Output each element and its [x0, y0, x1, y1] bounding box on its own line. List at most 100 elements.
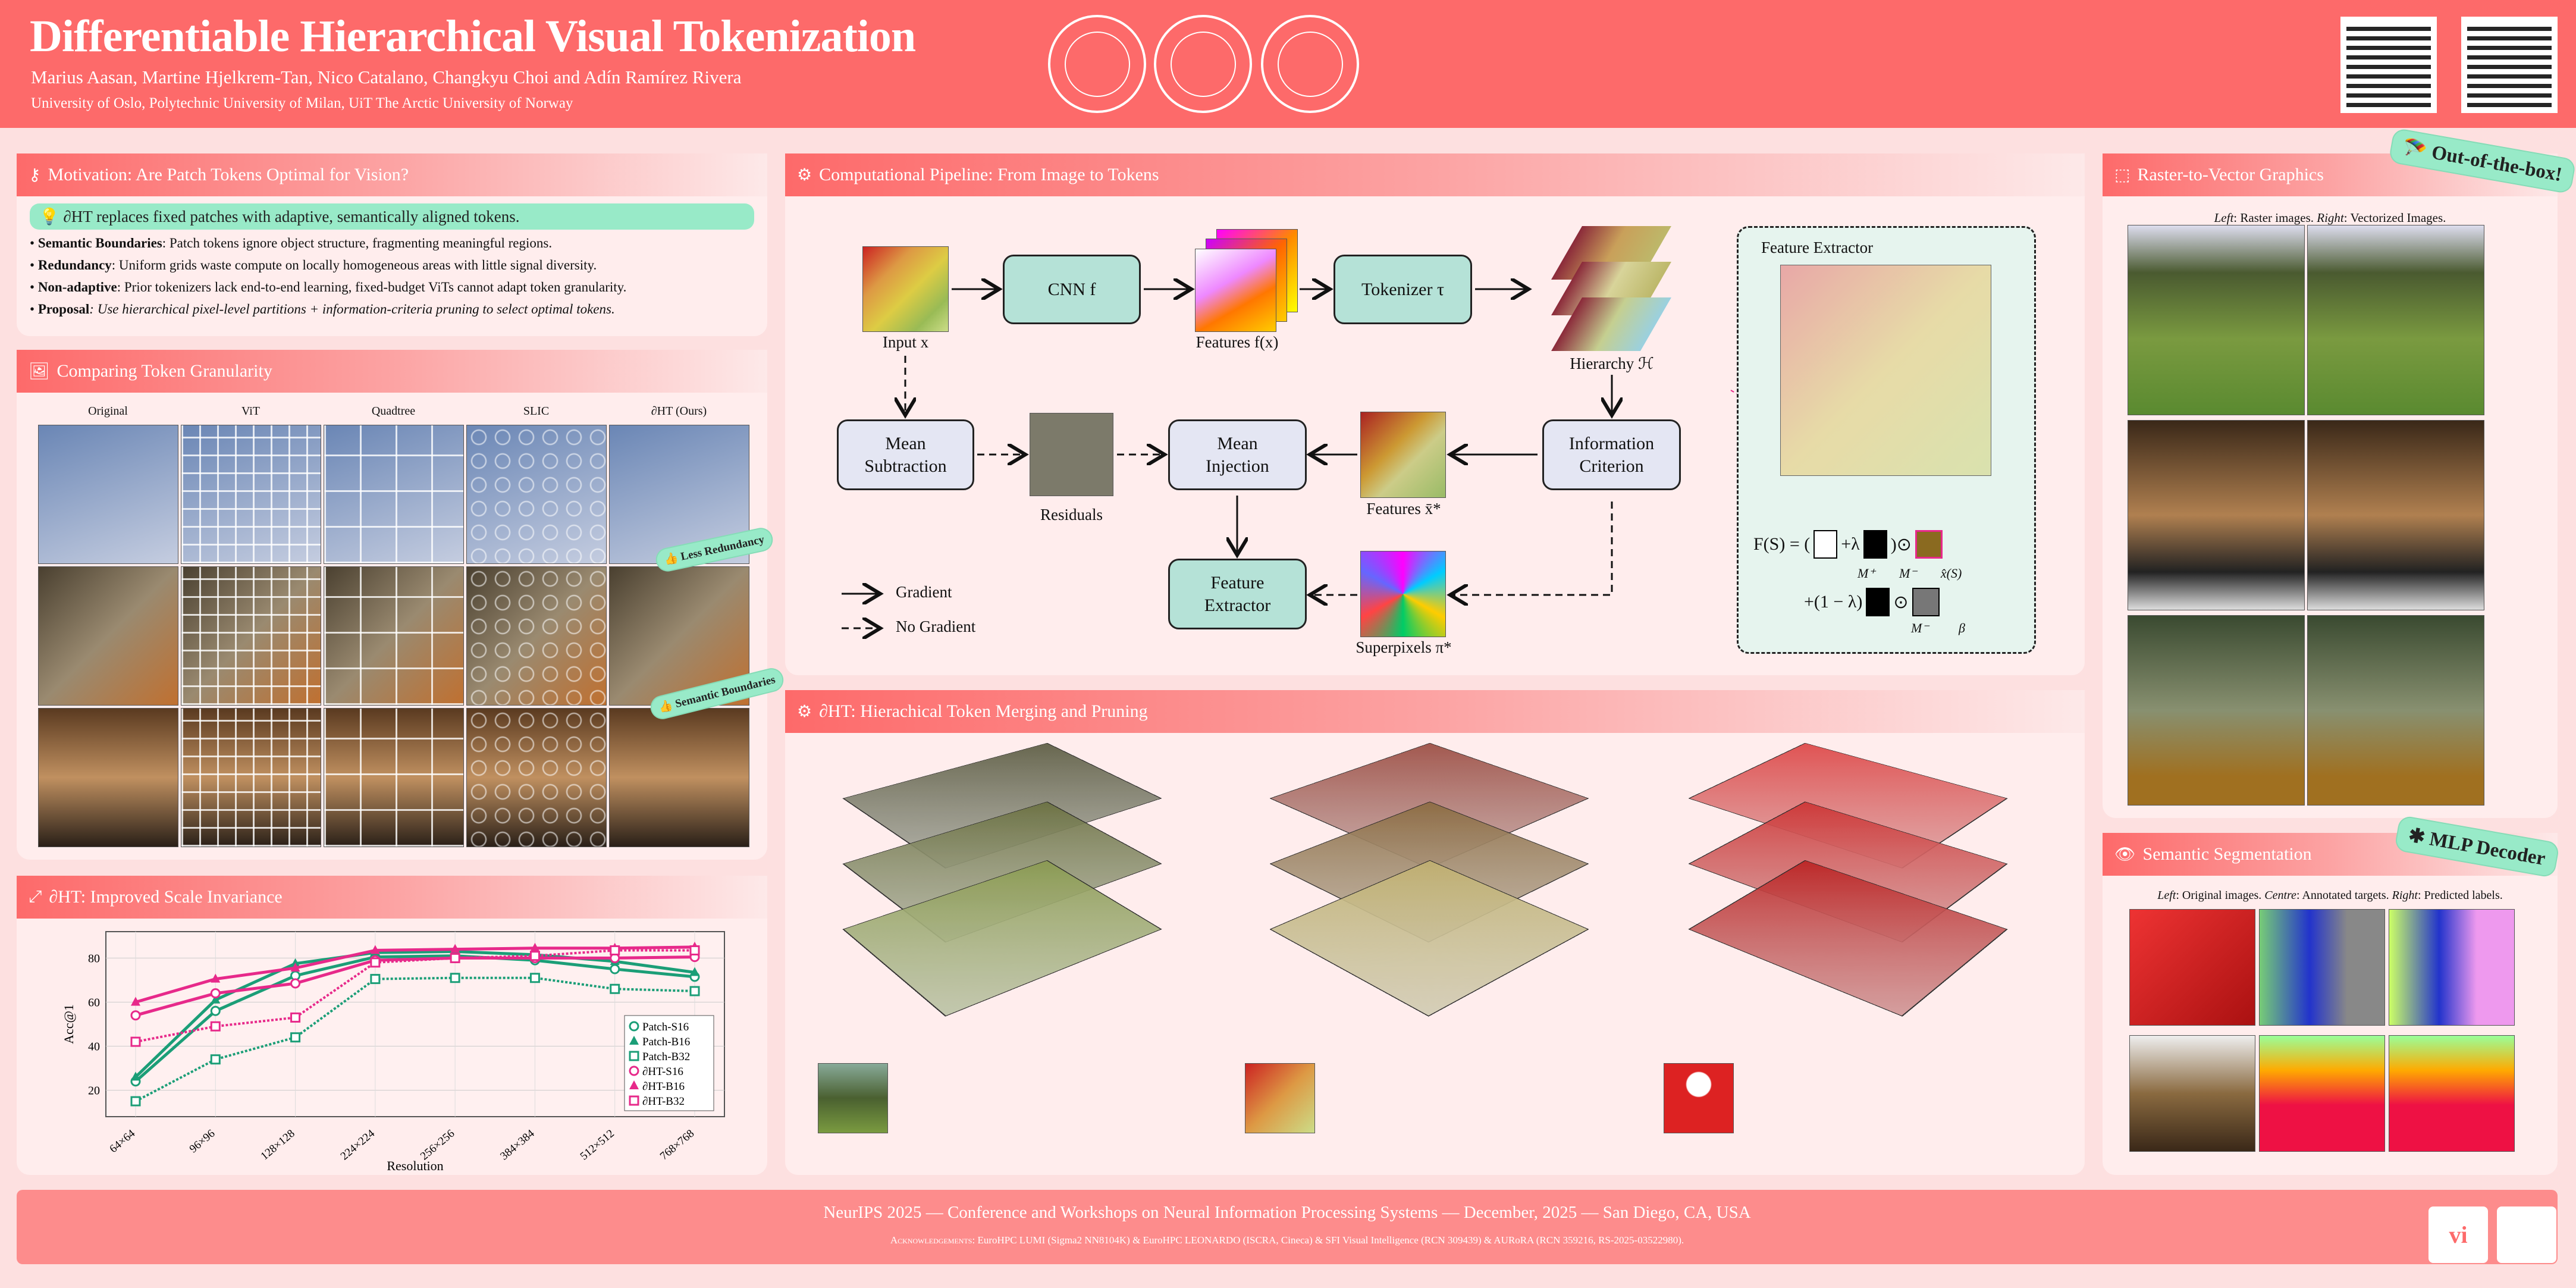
asterisk-icon: ✱ — [2406, 825, 2426, 848]
data-point — [211, 1055, 219, 1064]
data-point — [451, 974, 459, 982]
granularity-image — [181, 566, 321, 706]
eye-icon: 👁 — [2114, 844, 2136, 864]
data-point — [611, 946, 619, 954]
section-title: Motivation: Are Patch Tokens Optimal for… — [48, 165, 409, 185]
section-title: Semantic Segmentation — [2143, 844, 2312, 864]
x-tick-label: 96×96 — [187, 1127, 218, 1155]
features-star-label: Features x̄* — [1344, 500, 1463, 518]
key-icon: ⚷ — [29, 165, 41, 185]
section-title: ∂HT: Improved Scale Invariance — [49, 887, 282, 907]
x-tick-label: 512×512 — [578, 1127, 617, 1163]
acknowledgements: Acknowledgements: EuroHPC LUMI (Sigma2 N… — [17, 1234, 2558, 1246]
vector-square-icon: ⬚ — [2114, 165, 2130, 185]
data-point — [531, 974, 539, 982]
scale-chart: 2040608064×6496×96128×128224×224256×2563… — [17, 919, 767, 1174]
annotated-target — [2259, 1035, 2385, 1152]
column-label: Quadtree — [324, 405, 463, 418]
detail-image — [1780, 265, 1991, 476]
data-point — [691, 987, 699, 995]
lightbulb-icon: 💡 — [39, 208, 59, 225]
hierarchy-label: Hierarchy ℋ — [1552, 355, 1671, 373]
detail-title: Feature Extractor — [1761, 239, 1873, 257]
data-point — [211, 1007, 219, 1015]
granularity-image — [38, 425, 178, 564]
granularity-panel: 🖼Comparing Token Granularity OriginalViT… — [17, 350, 767, 860]
bullet-item: • Proposal: Use hierarchical pixel-level… — [30, 298, 754, 320]
data-point — [211, 1022, 219, 1030]
data-point — [291, 1013, 300, 1021]
legend-entry: ∂HT-B16 — [642, 1080, 685, 1093]
motivation-bullets: • Semantic Boundaries: Patch tokens igno… — [17, 232, 767, 320]
legend-entry: ∂HT-B32 — [642, 1095, 685, 1108]
authors: Marius Aasan, Martine Hjelkrem-Tan, Nico… — [31, 67, 741, 88]
raster-caption: Left: Raster images. Right: Vectorized I… — [2103, 211, 2558, 225]
affiliations: University of Oslo, Polytechnic Universi… — [31, 95, 573, 112]
x-tick-label: 768×768 — [658, 1127, 696, 1163]
polimi-logo — [1154, 15, 1252, 113]
original-image — [2129, 1035, 2255, 1152]
bullet-item: • Semantic Boundaries: Patch tokens igno… — [30, 232, 754, 254]
parachute-icon: 🪂 — [2401, 137, 2429, 162]
y-axis-label: Acc@1 — [61, 1004, 76, 1044]
information-criterion-box: Information Criterion — [1542, 419, 1681, 490]
x-tick-label: 224×224 — [338, 1127, 378, 1162]
source-thumbnail — [1245, 1063, 1315, 1133]
column-label: SLIC — [466, 405, 606, 418]
data-point — [691, 946, 699, 954]
feature-extractor-detail: Feature Extractor F(S) = (+λ)⊙ M⁺M⁻x̂(S)… — [1737, 226, 2036, 654]
residuals-image — [1030, 413, 1113, 496]
feature-map-front — [1195, 249, 1276, 332]
granularity-image — [181, 708, 321, 847]
column-label: ∂HT (Ours) — [609, 405, 749, 418]
data-point — [531, 952, 539, 960]
granularity-grid: OriginalViTQuadtreeSLIC∂HT (Ours) — [38, 405, 749, 845]
conference-line: NeurIPS 2025 — Conference and Workshops … — [17, 1203, 2558, 1223]
data-point — [291, 979, 300, 988]
bullet-item: • Non-adaptive: Prior tokenizers lack en… — [30, 276, 754, 298]
qr-code-code[interactable] — [2461, 17, 2558, 113]
legend-entry: ∂HT-S16 — [642, 1066, 683, 1078]
feature-extractor-box: Feature Extractor — [1168, 559, 1307, 629]
y-tick-label: 80 — [88, 952, 100, 965]
features-star-image — [1360, 412, 1446, 498]
pipeline-panel: ⚙Computational Pipeline: From Image to T… — [785, 153, 2085, 675]
data-point — [611, 965, 619, 973]
vectorized-image — [2307, 615, 2484, 806]
legend-entry: Patch-B16 — [642, 1036, 690, 1048]
section-title: Raster-to-Vector Graphics — [2137, 165, 2323, 185]
source-thumbnail — [818, 1063, 888, 1133]
poster-footer: NeurIPS 2025 — Conference and Workshops … — [17, 1190, 2558, 1264]
residuals-label: Residuals — [1030, 506, 1113, 524]
granularity-image — [324, 425, 464, 564]
segmentation-panel: 👁Semantic Segmentation Left: Original im… — [2103, 833, 2558, 1175]
input-label: Input x — [862, 333, 949, 352]
granularity-image — [466, 708, 607, 847]
legend-entry: Patch-B32 — [642, 1051, 690, 1063]
input-image — [862, 246, 949, 332]
gears-icon: ⚙ — [797, 701, 812, 722]
formula-line-1: F(S) = (+λ)⊙ — [1753, 530, 1943, 559]
legend-marker — [630, 1052, 638, 1060]
superpixels-image — [1360, 551, 1446, 637]
motivation-panel: ⚷ Motivation: Are Patch Tokens Optimal fo… — [17, 153, 767, 336]
scale-header: ⤢∂HT: Improved Scale Invariance — [17, 876, 767, 919]
column-label: ViT — [181, 405, 321, 418]
data-point — [131, 1038, 140, 1046]
x-axis-label: Resolution — [387, 1158, 443, 1173]
images-icon: 🖼 — [29, 361, 50, 381]
granularity-image — [181, 425, 321, 564]
granularity-image — [609, 708, 749, 847]
annotated-target — [2259, 909, 2385, 1026]
predicted-label — [2389, 1035, 2515, 1152]
raster-grid — [2128, 225, 2484, 809]
qr-code-paper[interactable] — [2340, 17, 2437, 113]
data-point — [611, 985, 619, 993]
source-thumbnail — [1664, 1063, 1734, 1133]
granularity-image — [38, 566, 178, 706]
merging-visualization — [785, 733, 2085, 1173]
legend-entry: Patch-S16 — [642, 1021, 689, 1033]
granularity-image — [324, 708, 464, 847]
legend-no-gradient: No Gradient — [896, 618, 975, 636]
merging-header: ⚙∂HT: Hierachical Token Merging and Prun… — [785, 690, 2085, 733]
